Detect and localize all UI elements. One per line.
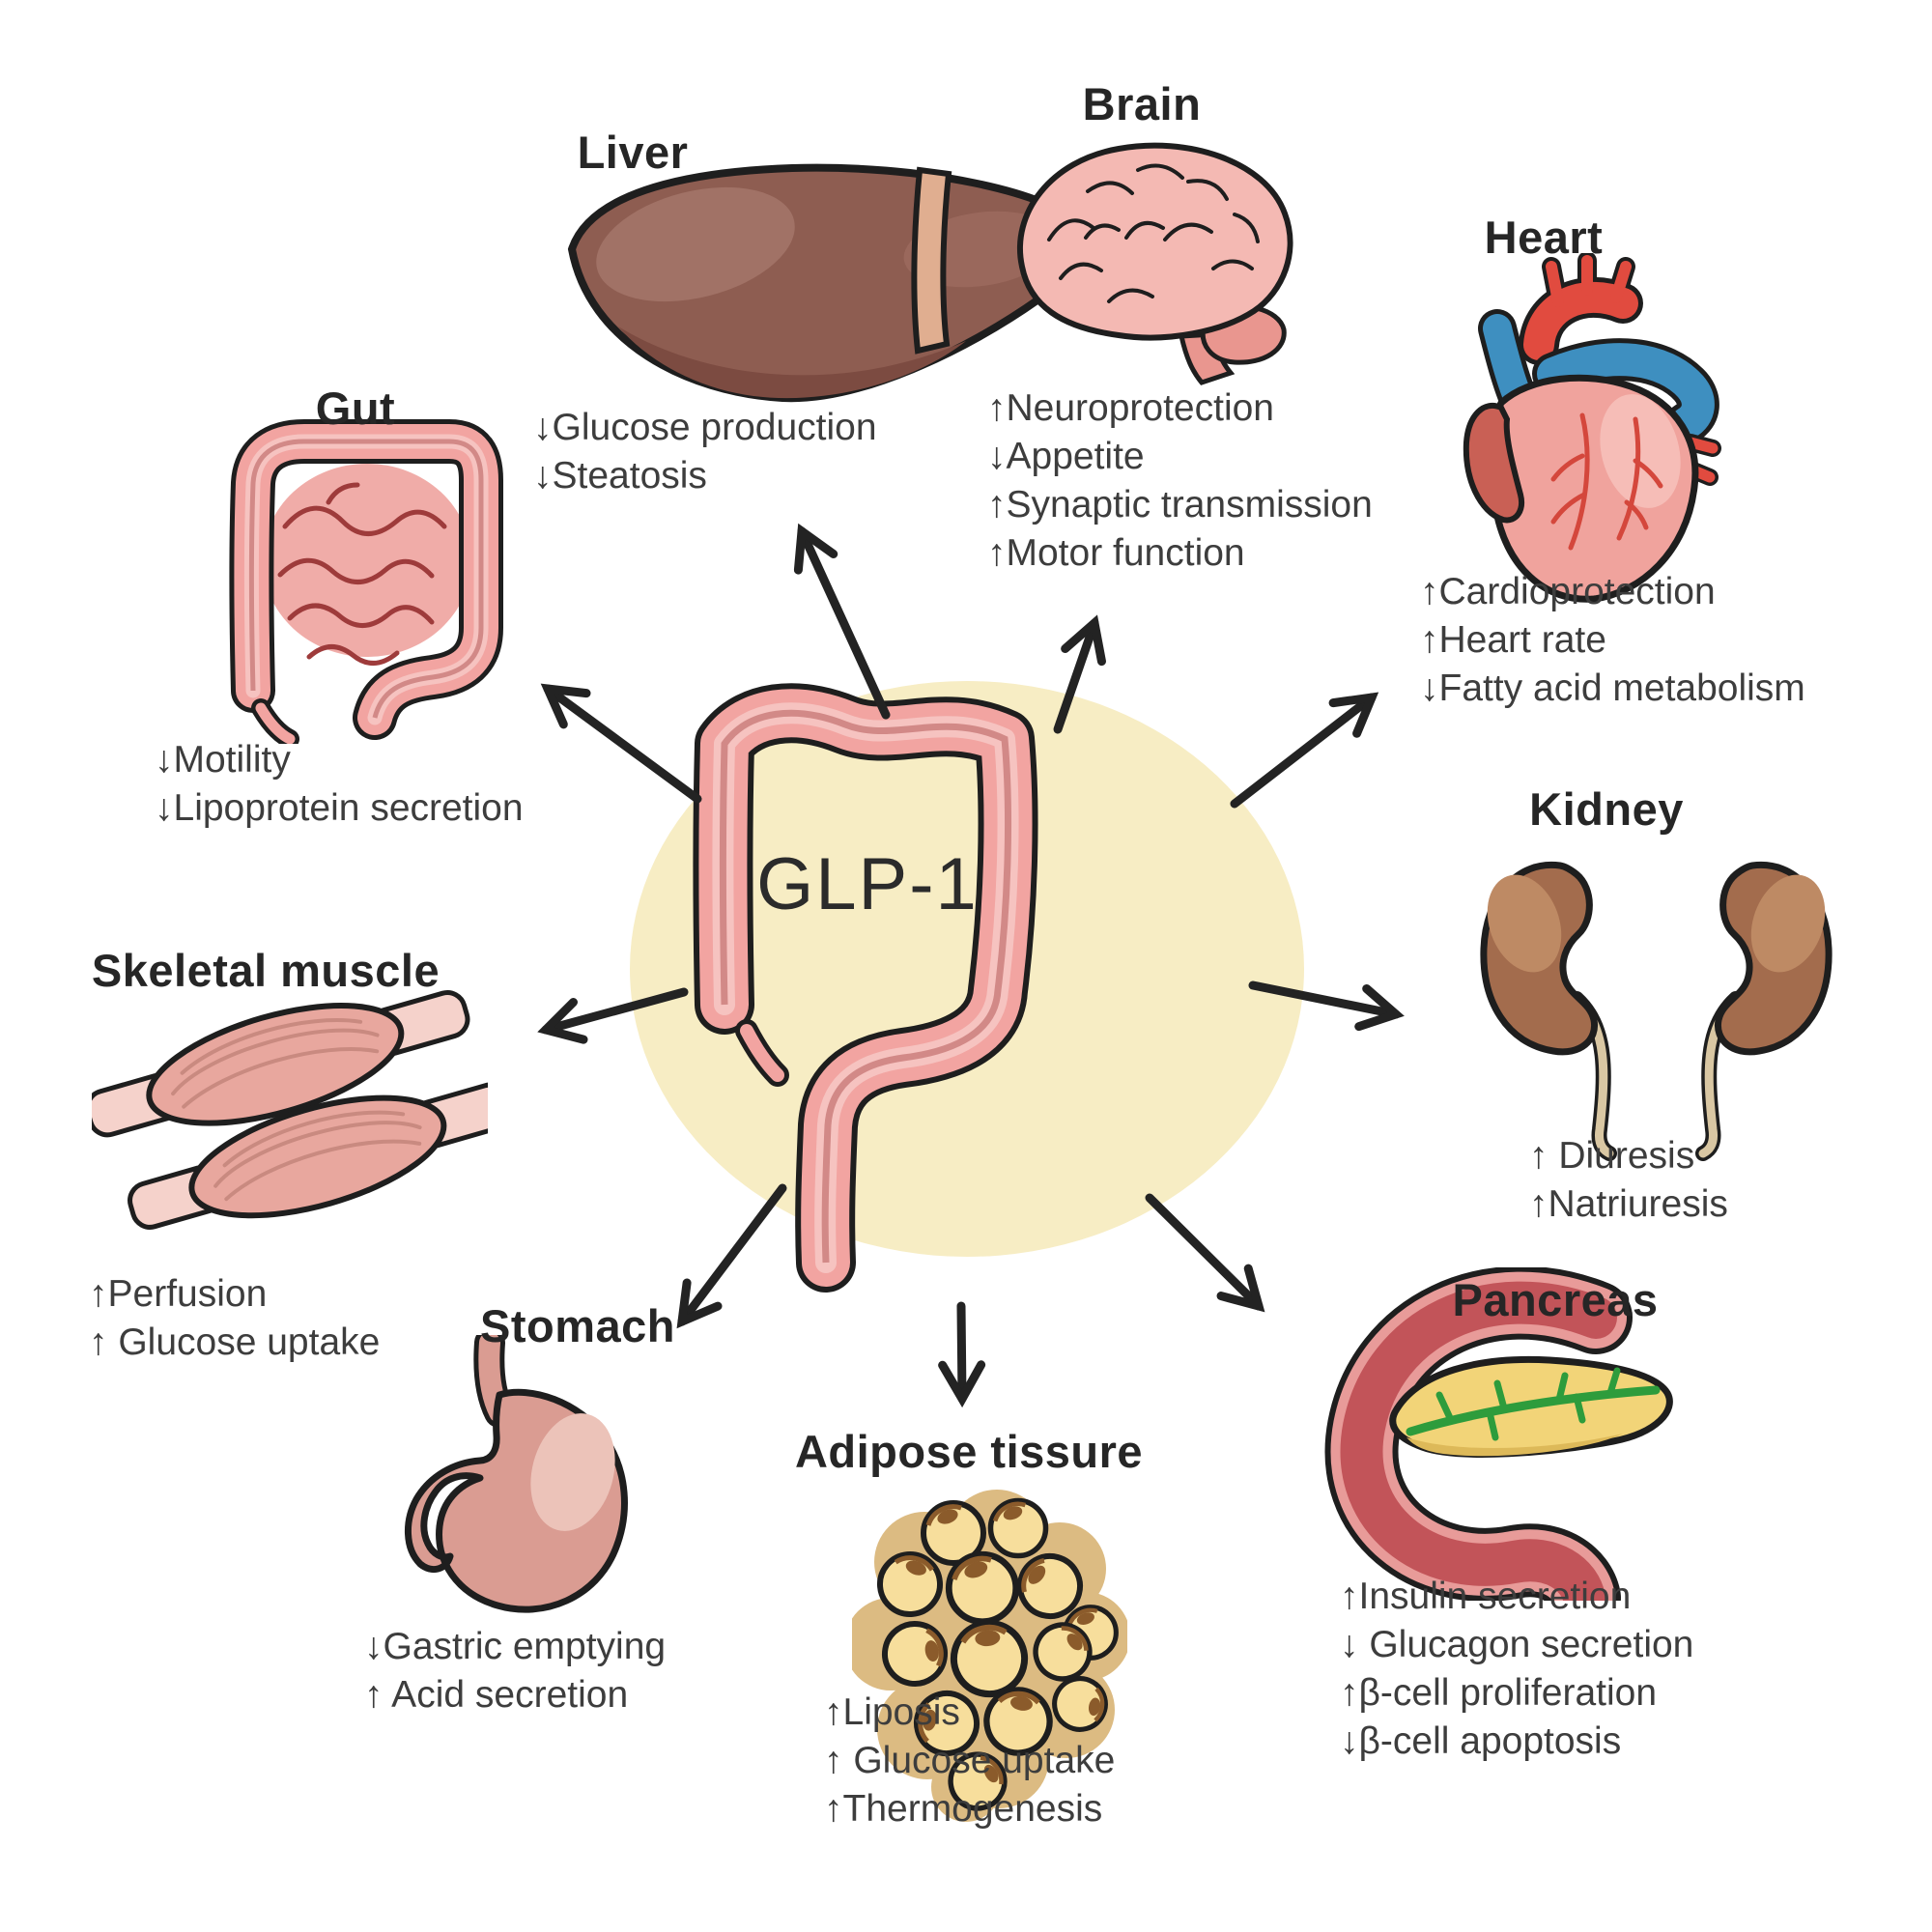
arrow-to-pancreas bbox=[1145, 1193, 1265, 1313]
effect-line: ↓ Glucagon secretion bbox=[1340, 1624, 1694, 1665]
effect-line: ↑Neuroprotection bbox=[987, 387, 1274, 429]
arrow-to-brain bbox=[1053, 614, 1106, 734]
muscle-illustration bbox=[92, 990, 488, 1230]
kidney-effects: ↑ Diuresis ↑Natriuresis bbox=[1529, 1132, 1728, 1229]
effect-line: ↑ Diuresis bbox=[1529, 1135, 1695, 1177]
arrow-to-gut bbox=[540, 683, 702, 804]
brain-title: Brain bbox=[1082, 78, 1202, 129]
effect-line: ↓β-cell apoptosis bbox=[1340, 1720, 1622, 1762]
muscle-title: Skeletal muscle bbox=[91, 945, 440, 996]
stomach-title: Stomach bbox=[480, 1300, 675, 1351]
arrow-to-stomach bbox=[676, 1183, 787, 1329]
brain-effects: ↑Neuroprotection ↓Appetite ↑Synaptic tra… bbox=[987, 384, 1373, 578]
arrow-to-adipose bbox=[938, 1301, 986, 1408]
effect-line: ↓Gastric emptying bbox=[364, 1626, 667, 1667]
effect-line: ↑Natriuresis bbox=[1529, 1183, 1728, 1225]
colon-icon bbox=[693, 683, 1038, 1293]
kidney-title: Kidney bbox=[1529, 783, 1684, 835]
liver-effects: ↓Glucose production ↓Steatosis bbox=[533, 404, 877, 500]
pancreas-effects: ↑Insulin secretion ↓ Glucagon secretion … bbox=[1340, 1573, 1693, 1766]
adipose-illustration bbox=[852, 1490, 1127, 1822]
effect-line: ↓Fatty acid metabolism bbox=[1420, 668, 1805, 709]
heart-illustration bbox=[1463, 253, 1721, 603]
adipose-effects: ↑Liposis ↑ Glucose uptake ↑Thermogenesis bbox=[824, 1689, 1115, 1833]
effect-line: ↑Motor function bbox=[987, 532, 1245, 574]
effect-line: ↑ Glucose uptake bbox=[824, 1740, 1116, 1781]
effect-line: ↓Lipoprotein secretion bbox=[155, 787, 524, 829]
effect-line: ↓Glucose production bbox=[533, 407, 877, 448]
adipose-title: Adipose tissure bbox=[794, 1426, 1144, 1477]
stomach-illustration bbox=[404, 1335, 628, 1613]
pancreas-illustration bbox=[1324, 1267, 1673, 1601]
liver-title: Liver bbox=[577, 127, 689, 178]
effect-line: ↓Appetite bbox=[987, 436, 1145, 477]
pancreas-title: Pancreas bbox=[1452, 1274, 1659, 1325]
gut-title: Gut bbox=[315, 383, 396, 434]
arrow-to-heart bbox=[1230, 692, 1379, 809]
liver-illustration bbox=[567, 163, 1093, 403]
stomach-effects: ↓Gastric emptying ↑ Acid secretion bbox=[364, 1623, 666, 1719]
effect-line: ↓Motility bbox=[155, 739, 291, 781]
effect-line: ↑Synaptic transmission bbox=[987, 484, 1373, 526]
effect-line: ↑β-cell proliferation bbox=[1340, 1672, 1658, 1714]
brain-illustration bbox=[1017, 142, 1293, 385]
center-label: GLP-1 bbox=[756, 843, 979, 925]
gut-effects: ↓Motility ↓Lipoprotein secretion bbox=[155, 736, 524, 833]
arrow-to-muscle bbox=[537, 987, 689, 1044]
effect-line: ↑Insulin secretion bbox=[1340, 1576, 1632, 1617]
muscle-effects: ↑Perfusion ↑ Glucose uptake bbox=[89, 1270, 380, 1367]
effect-line: ↓Steatosis bbox=[533, 455, 707, 497]
arrow-to-kidney bbox=[1248, 980, 1405, 1032]
effect-line: ↑ Acid secretion bbox=[364, 1674, 629, 1716]
effect-line: ↑Perfusion bbox=[89, 1273, 268, 1315]
effect-line: ↑ Glucose uptake bbox=[89, 1321, 381, 1363]
effect-line: ↑Liposis bbox=[824, 1691, 960, 1733]
arrow-to-liver bbox=[793, 523, 891, 720]
heart-effects: ↑Cardioprotection ↑Heart rate ↓Fatty aci… bbox=[1420, 568, 1805, 713]
effect-line: ↑Thermogenesis bbox=[824, 1788, 1103, 1830]
effect-line: ↑Heart rate bbox=[1420, 619, 1606, 661]
center-intestine-illustration bbox=[693, 683, 1038, 1293]
gut-illustration bbox=[229, 419, 503, 744]
effect-line: ↑Cardioprotection bbox=[1420, 571, 1716, 612]
heart-title: Heart bbox=[1484, 212, 1604, 263]
